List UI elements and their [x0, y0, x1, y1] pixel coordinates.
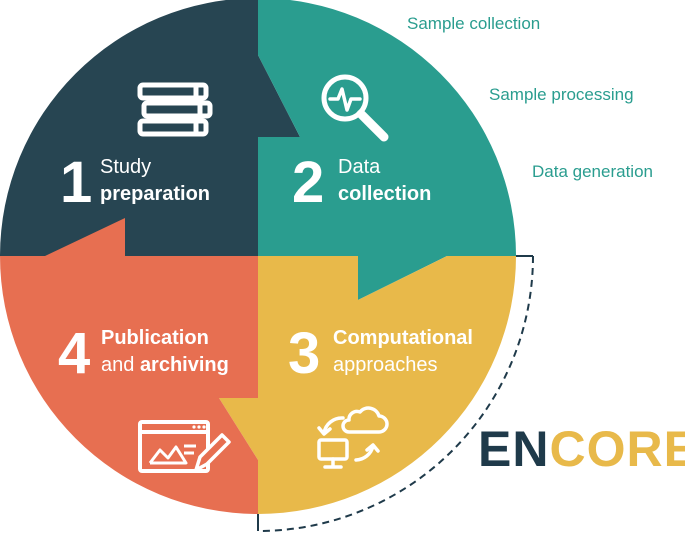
label-sample-processing: Sample processing: [489, 85, 634, 104]
step-3-line2: approaches: [333, 354, 438, 376]
step-2-number: 2: [292, 150, 324, 215]
quadrant-study-preparation: [0, 0, 300, 256]
step-3-number: 3: [288, 321, 320, 386]
cloud-computer-sync-icon: [317, 406, 389, 469]
step-4-line1: Publication: [101, 327, 209, 349]
step-3-line1: Computational: [333, 327, 473, 349]
publication-window-dots: [192, 425, 206, 429]
step-4-line2-regular: and: [101, 354, 140, 376]
publication-edit-icon: [138, 420, 231, 473]
magnifier-signal-icon: [321, 74, 389, 142]
step-4-number: 4: [58, 321, 90, 386]
label-sample-collection: Sample collection: [407, 14, 541, 33]
step-1-line2: preparation: [100, 183, 210, 205]
encore-logo: ENCORE: [478, 420, 685, 478]
step-2-line2: collection: [338, 183, 431, 205]
logo-part-en: EN: [478, 421, 550, 477]
books-icon: [137, 82, 213, 137]
step-4-line2-bold: archiving: [140, 354, 229, 376]
step-1-number: 1: [60, 150, 92, 215]
logo-part-core: CORE: [549, 421, 685, 477]
quadrant-publication-archiving: [0, 218, 258, 514]
dashed-arc: [257, 255, 534, 532]
step-4-line2: and archiving: [101, 354, 229, 376]
label-data-generation: Data generation: [532, 162, 653, 181]
quadrant-data-collection: [258, 0, 516, 300]
step-2-line1: Data: [338, 156, 381, 178]
step-1-line1: Study: [100, 156, 151, 178]
quadrant-computational-approaches: [219, 256, 516, 514]
